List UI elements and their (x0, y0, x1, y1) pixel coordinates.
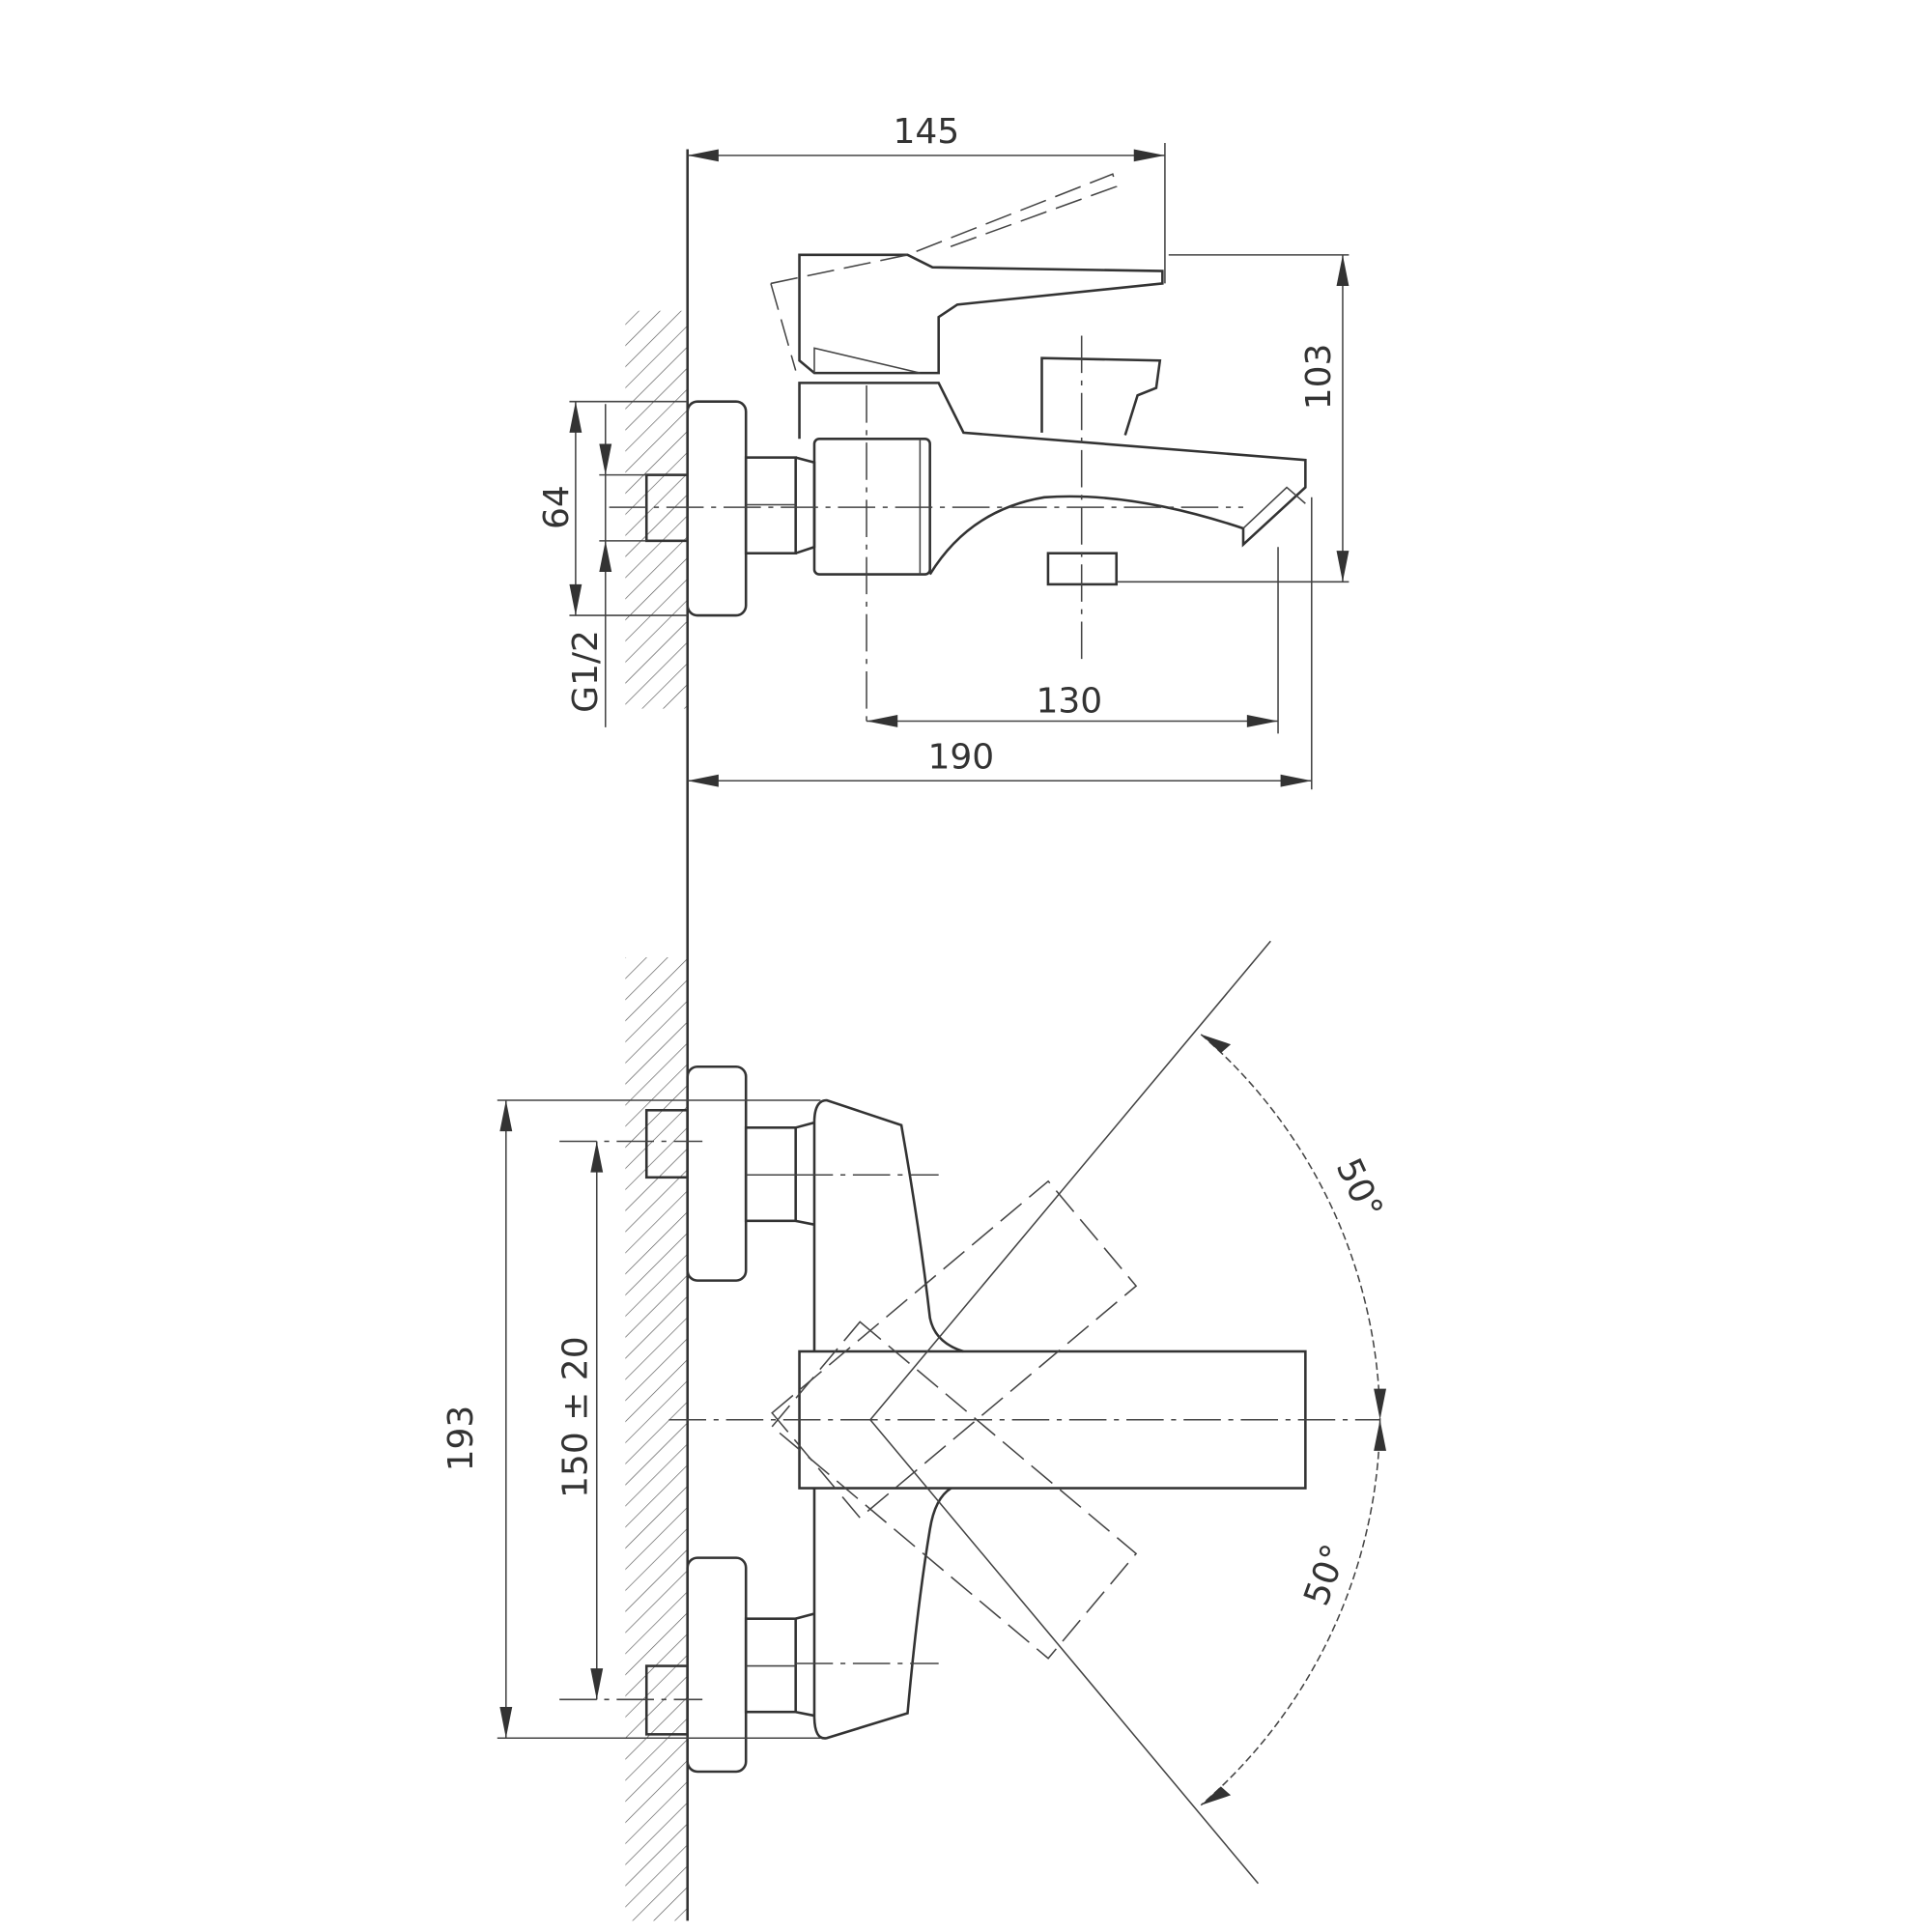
body-lower (812, 1487, 952, 1740)
dim-145: 145 (893, 112, 959, 152)
side-dimensions: 145 103 130 190 64 G1/2 (537, 112, 1350, 790)
angle-bottom: 50° (1297, 1540, 1355, 1611)
dim-103: 103 (1299, 344, 1339, 411)
dim-150: 150 ± 20 (555, 1336, 595, 1498)
side-view (609, 173, 1307, 727)
top-view (559, 940, 1387, 1885)
lever (798, 253, 1164, 375)
dim-193: 193 (441, 1406, 481, 1472)
dim-g12: G1/2 (566, 630, 606, 713)
dim-190: 190 (927, 737, 994, 777)
lever-open-position (770, 173, 1118, 371)
dim-64: 64 (537, 485, 577, 529)
wall (625, 149, 689, 1921)
spout (798, 382, 1307, 576)
dim-130: 130 (1036, 681, 1102, 721)
escutcheon (686, 400, 748, 617)
diverter-knob (1040, 356, 1162, 436)
handle-rotated-left (771, 1179, 1138, 1520)
body-upper (812, 1098, 964, 1353)
angle-top: 50° (1328, 1152, 1390, 1225)
handle-rotated-right (771, 1321, 1138, 1660)
